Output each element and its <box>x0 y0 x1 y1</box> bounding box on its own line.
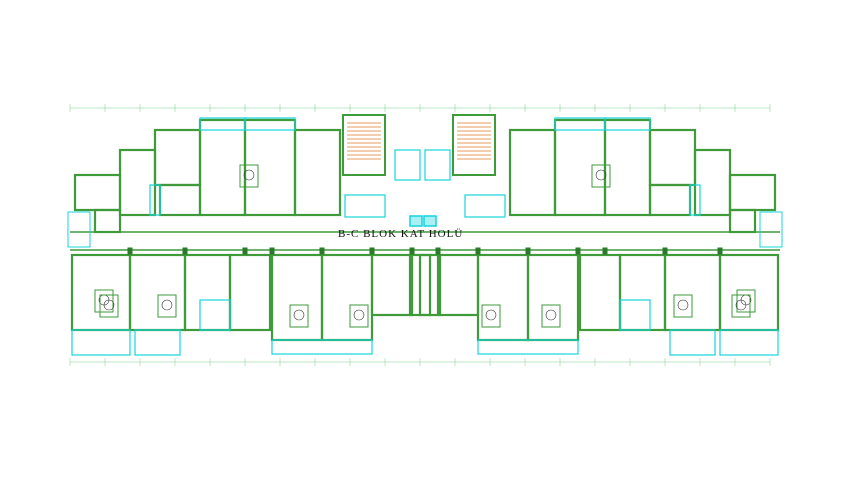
bed-furniture <box>99 294 119 318</box>
room-upper-right <box>728 208 757 234</box>
bed-furniture <box>239 164 259 188</box>
balcony-fixture <box>149 184 161 216</box>
table-fixture <box>485 309 497 321</box>
room-lower-left <box>228 253 272 332</box>
balcony-fixture <box>554 117 606 131</box>
room-upper-left <box>158 183 202 217</box>
balcony-fixture <box>344 194 386 218</box>
room-upper-left <box>293 128 342 217</box>
table-fixture <box>243 169 255 181</box>
bed-furniture <box>591 164 611 188</box>
room-upper-right <box>603 118 652 217</box>
bed-furniture <box>481 304 501 328</box>
room-upper-right <box>553 118 607 217</box>
room-lower-right <box>718 253 780 332</box>
room-upper-left <box>243 118 297 217</box>
column <box>435 247 441 255</box>
table-fixture <box>353 309 365 321</box>
table-fixture <box>293 309 305 321</box>
table-fixture <box>595 169 607 181</box>
room-upper-left <box>73 173 122 212</box>
shaft <box>409 215 423 227</box>
column <box>242 247 248 255</box>
room-upper-right <box>508 128 557 217</box>
column <box>602 247 608 255</box>
column <box>475 247 481 255</box>
shaft <box>67 211 91 248</box>
room-upper-left <box>153 128 202 187</box>
column <box>575 247 581 255</box>
column <box>662 247 668 255</box>
bed-furniture <box>731 294 751 318</box>
balcony-fixture <box>134 329 181 356</box>
table-fixture <box>677 299 689 311</box>
balcony-fixture <box>464 194 506 218</box>
column <box>409 247 415 255</box>
bed-furniture <box>349 304 369 328</box>
room-lower-left <box>183 253 232 332</box>
balcony-fixture <box>71 329 131 356</box>
bed-furniture <box>157 294 177 318</box>
room-lower-left <box>128 253 187 332</box>
room-lower-right <box>436 253 480 317</box>
room-lower-left <box>70 253 132 332</box>
room-lower-left <box>370 253 414 317</box>
room-upper-right <box>728 173 777 212</box>
elevator <box>394 149 421 181</box>
column <box>525 247 531 255</box>
room-lower-right <box>618 253 667 332</box>
column <box>319 247 325 255</box>
bed-furniture <box>289 304 309 328</box>
balcony-fixture <box>271 339 373 355</box>
elevator <box>424 149 451 181</box>
balcony-fixture <box>719 329 779 356</box>
room-upper-left <box>198 118 247 217</box>
room-lower-right <box>663 253 722 332</box>
room-upper-right <box>648 183 692 217</box>
table-fixture <box>161 299 173 311</box>
table-fixture <box>735 299 747 311</box>
room-lower-right <box>418 253 442 317</box>
column <box>269 247 275 255</box>
balcony-fixture <box>689 184 701 216</box>
balcony-fixture <box>244 117 296 131</box>
balcony-fixture <box>199 299 231 331</box>
shaft <box>423 215 437 227</box>
stairwell <box>452 114 496 176</box>
bed-furniture <box>541 304 561 328</box>
column <box>717 247 723 255</box>
room-upper-left <box>93 208 122 234</box>
bed-furniture <box>94 289 114 313</box>
balcony-fixture <box>619 299 651 331</box>
stairwell <box>342 114 386 176</box>
column <box>127 247 133 255</box>
room-lower-right <box>578 253 622 332</box>
balcony-fixture <box>477 339 579 355</box>
room-upper-right <box>648 128 697 187</box>
balcony-fixture <box>669 329 716 356</box>
plan-title: B-C BLOK KAT HOLÜ <box>338 228 464 240</box>
shaft <box>759 211 783 248</box>
bed-furniture <box>673 294 693 318</box>
bed-furniture <box>736 289 756 313</box>
table-fixture <box>545 309 557 321</box>
table-fixture <box>103 299 115 311</box>
column <box>182 247 188 255</box>
column <box>369 247 375 255</box>
